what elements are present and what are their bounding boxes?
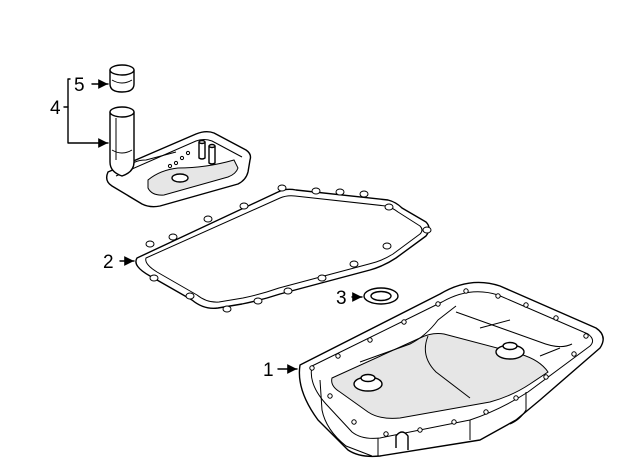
callout-1: 1 xyxy=(263,360,274,381)
callout-5: 5 xyxy=(74,75,85,96)
callout-2: 2 xyxy=(103,252,114,273)
callout-3: 3 xyxy=(336,288,347,309)
gasket-part xyxy=(135,184,432,313)
washer-part xyxy=(363,287,399,305)
leader-4-bracket xyxy=(67,78,109,148)
callout-4: 4 xyxy=(50,98,61,119)
leader-lines xyxy=(63,78,363,374)
filter-seal-part xyxy=(109,64,135,93)
oil-pan-part xyxy=(298,281,604,458)
filter-part xyxy=(105,106,252,208)
